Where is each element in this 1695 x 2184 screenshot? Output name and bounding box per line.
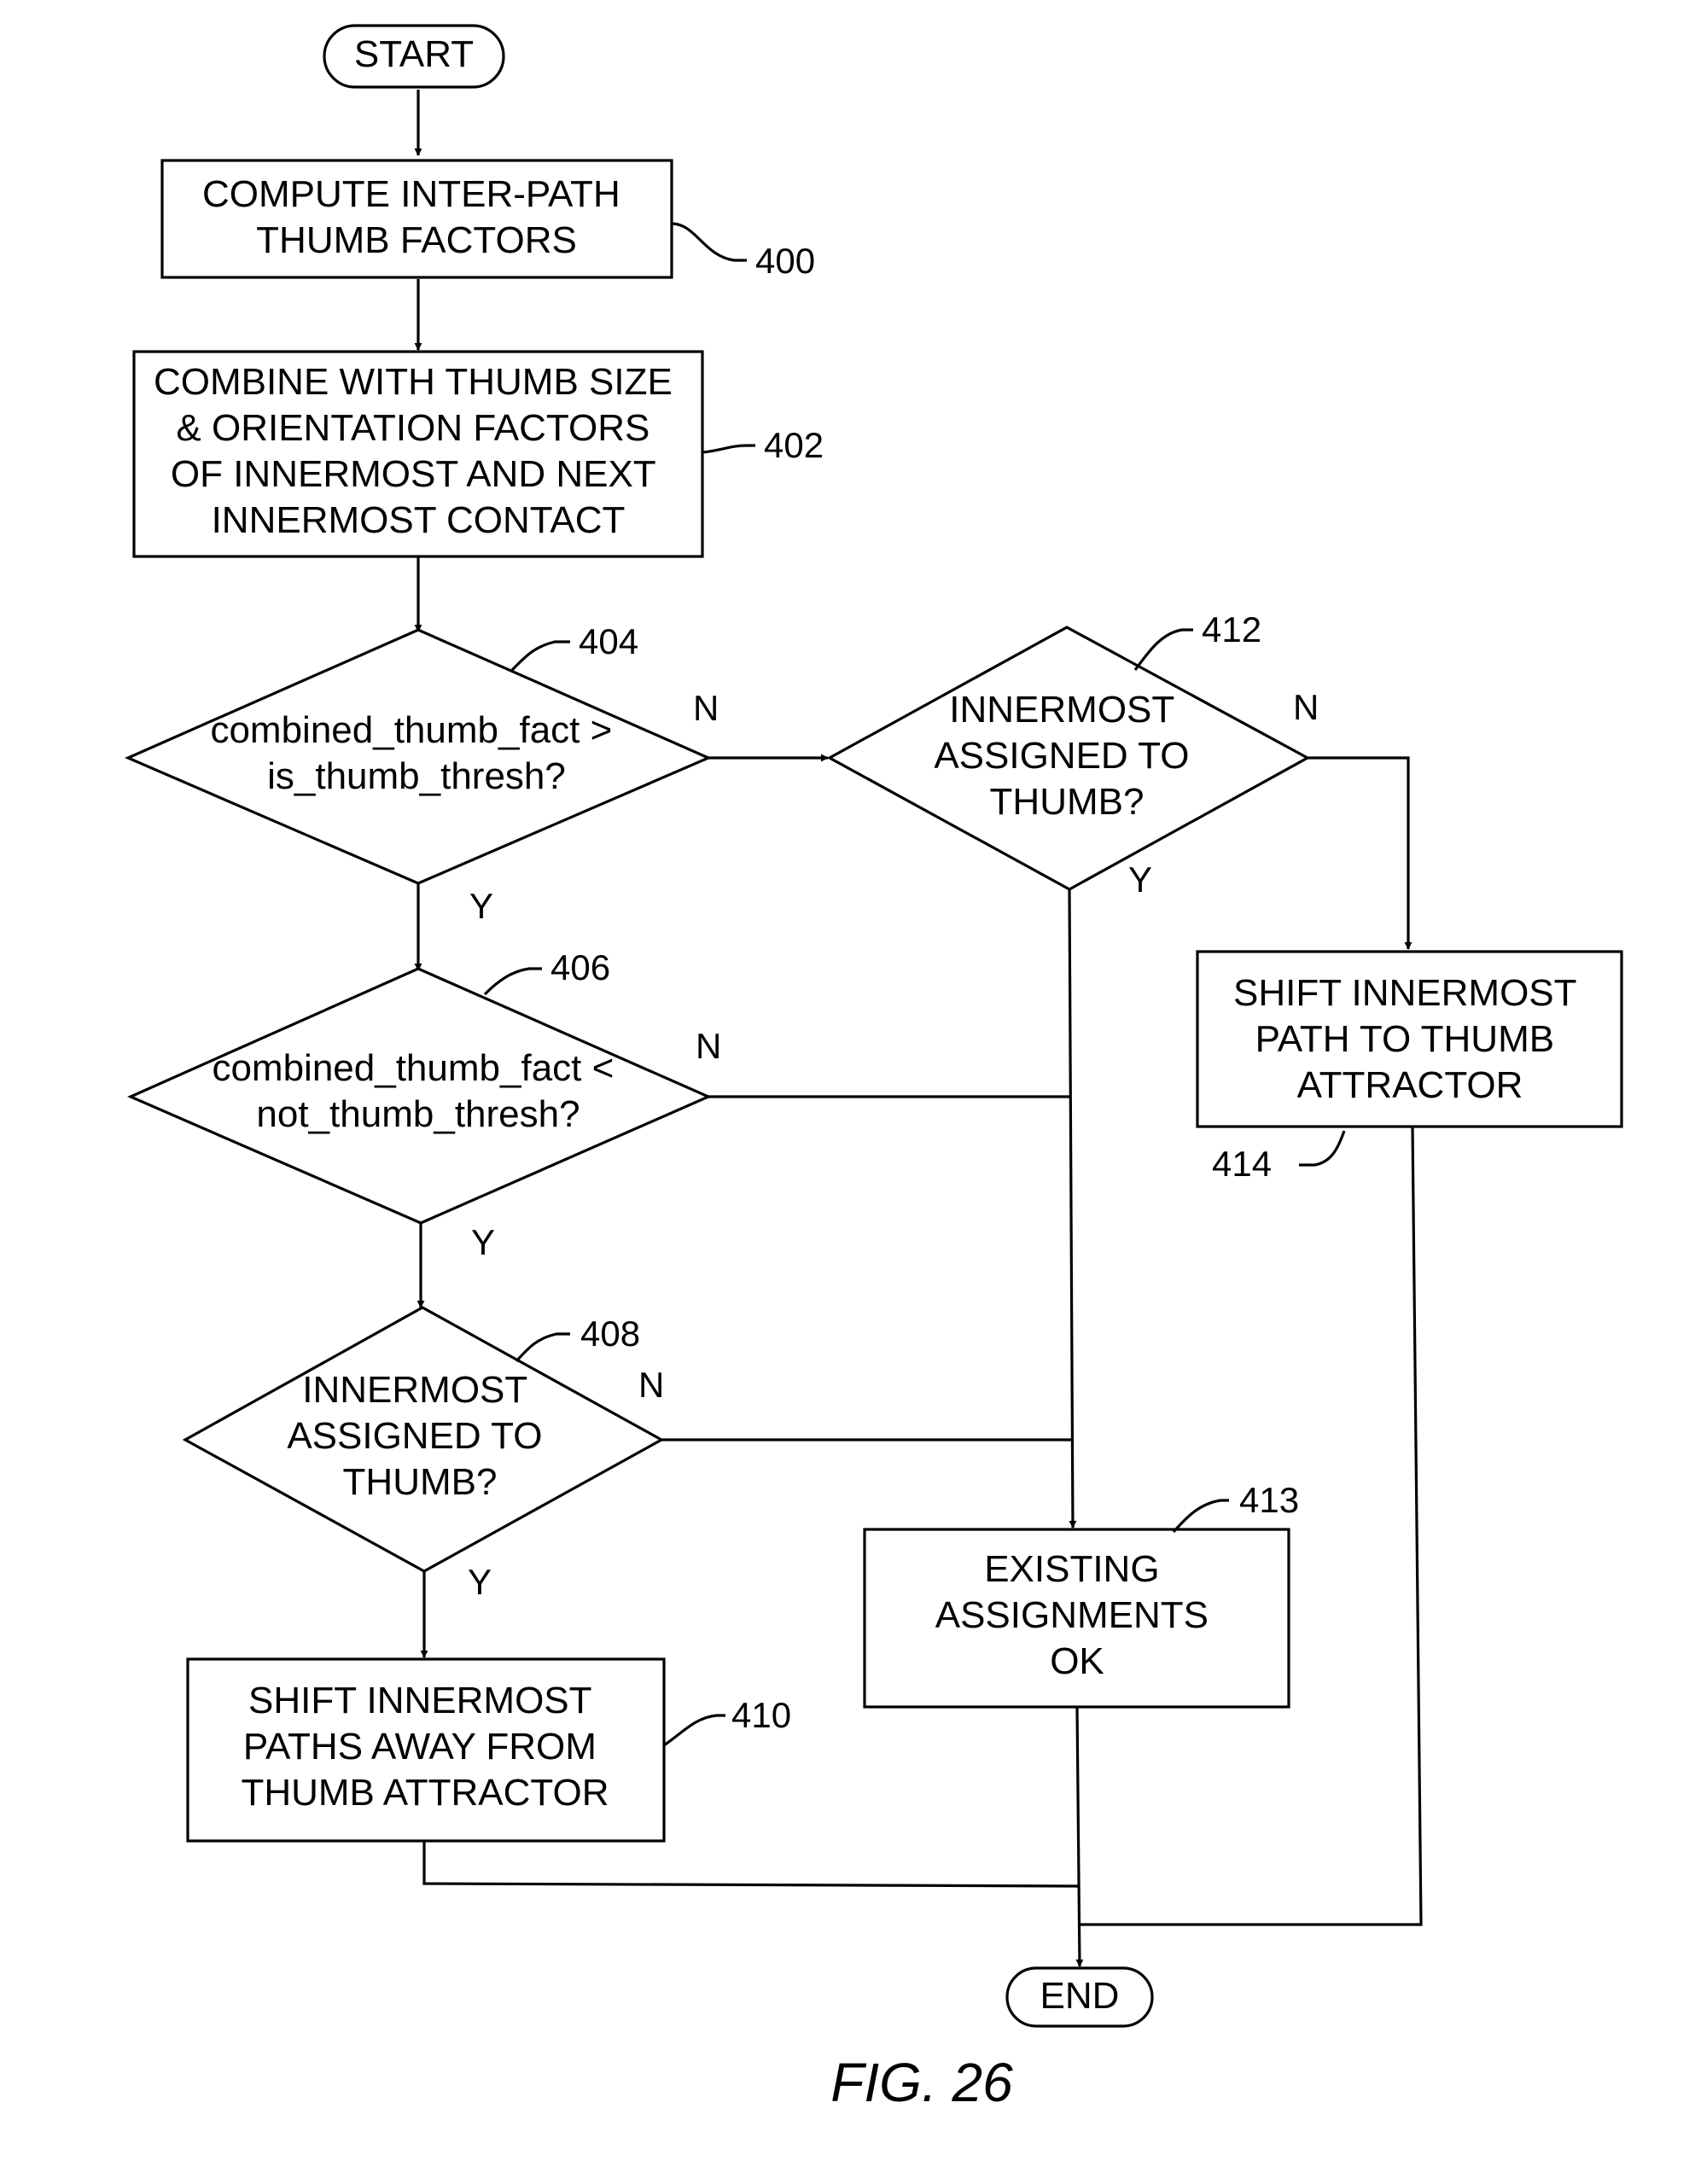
decision-412-line-1: INNERMOST [949,689,1174,731]
step-400-line-1: COMPUTE INTER-PATH [202,173,620,215]
decision-406-line-2: not_thumb_thresh? [256,1093,580,1135]
decision-406-line-1: combined_thumb_fact < [212,1047,614,1089]
step-402-label: COMBINE WITH THUMB SIZE & ORIENTATION FA… [154,361,683,541]
figure-caption: FIG. 26 [830,2052,1013,2113]
node-413: EXISTING ASSIGNMENTS OK 413 [863,1480,1299,1709]
edge-412-no-to-414 [1308,756,1412,950]
step-410-line-2: PATHS AWAY FROM [243,1726,597,1768]
node-408: INNERMOST ASSIGNED TO THUMB? 408 N Y [182,1306,665,1602]
decision-412-line-2: ASSIGNED TO [934,735,1189,777]
step-402-line-2: & ORIENTATION FACTORS [176,407,649,449]
node-end: END [1005,1966,1154,2028]
step-402-line-1: COMBINE WITH THUMB SIZE [154,361,673,403]
step-414-label: SHIFT INNERMOST PATH TO THUMB ATTRACTOR [1233,972,1587,1106]
node-start: START [323,24,505,89]
step-400-line-2: THUMB FACTORS [256,219,577,261]
decision-408-line-3: THUMB? [343,1461,498,1503]
ref-406: 406 [550,947,610,987]
decision-diamond-404 [125,628,712,885]
step-402-line-4: INNERMOST CONTACT [212,499,626,541]
ref-412: 412 [1202,609,1261,649]
decision-408-label: INNERMOST ASSIGNED TO THUMB? [287,1369,552,1503]
decision-diamond-406 [127,967,712,1225]
node-404: combined_thumb_fact > is_thumb_thresh? 4… [125,621,719,926]
leader-412 [1133,628,1193,671]
process-box-413 [863,1528,1290,1709]
edge-412-yes-to-413 [1068,888,1077,1529]
step-410-line-1: SHIFT INNERMOST [248,1680,591,1721]
step-410-line-3: THUMB ATTRACTOR [241,1772,609,1814]
step-414-line-2: PATH TO THUMB [1255,1018,1554,1060]
ref-404: 404 [579,621,638,661]
leader-414 [1299,1130,1346,1167]
process-box-410 [186,1657,666,1843]
node-414: SHIFT INNERMOST PATH TO THUMB ATTRACTOR … [1196,950,1623,1184]
step-413-line-3: OK [1050,1640,1104,1682]
leader-406 [483,967,542,996]
ref-402: 402 [764,425,824,465]
node-410: SHIFT INNERMOST PATHS AWAY FROM THUMB AT… [186,1657,791,1843]
end-label: END [1040,1975,1120,2017]
decision-408-line-1: INNERMOST [302,1369,527,1411]
decision-404-line-1: combined_thumb_fact > [210,709,612,751]
step-400-label: COMPUTE INTER-PATH THUMB FACTORS [202,173,631,261]
ref-400: 400 [755,241,815,281]
leader-410 [663,1714,725,1747]
branch-406-yes: Y [471,1222,495,1262]
decision-408-line-2: ASSIGNED TO [287,1415,542,1457]
leader-400 [671,222,747,262]
decision-diamond-408 [182,1306,665,1573]
start-label: START [354,33,474,75]
leader-402 [702,444,755,454]
ref-410: 410 [731,1695,791,1735]
node-412: INNERMOST ASSIGNED TO THUMB? 412 N Y [826,609,1319,900]
decision-404-line-2: is_thumb_thresh? [267,755,566,797]
ref-413: 413 [1239,1480,1299,1520]
start-terminal [323,24,505,89]
step-413-line-2: ASSIGNMENTS [935,1594,1209,1636]
step-410-label: SHIFT INNERMOST PATHS AWAY FROM THUMB AT… [241,1680,609,1814]
decision-412-label: INNERMOST ASSIGNED TO THUMB? [934,689,1199,823]
edge-414-to-merge [1080,1126,1423,1926]
connectors [414,90,1423,1967]
leader-413 [1172,1499,1229,1534]
ref-408: 408 [580,1313,640,1354]
branch-408-yes: Y [468,1562,492,1602]
process-box-402 [132,350,704,558]
process-box-414 [1196,950,1623,1128]
step-414-line-3: ATTRACTOR [1297,1064,1523,1106]
node-406: combined_thumb_fact < not_thumb_thresh? … [127,947,721,1262]
leader-408 [515,1332,570,1363]
branch-412-yes: Y [1128,859,1152,900]
ref-414: 414 [1212,1144,1272,1184]
branch-404-yes: Y [469,886,493,926]
node-402: COMBINE WITH THUMB SIZE & ORIENTATION FA… [132,350,824,558]
branch-406-no: N [696,1026,721,1066]
decision-404-label: combined_thumb_fact > is_thumb_thresh? [210,709,622,797]
leader-404 [510,640,570,672]
decision-406-label: combined_thumb_fact < not_thumb_thresh? [212,1047,624,1135]
node-400: COMPUTE INTER-PATH THUMB FACTORS 400 [160,159,815,281]
process-box-400 [160,159,673,279]
branch-412-no: N [1293,687,1319,727]
branch-404-no: N [693,688,719,728]
decision-diamond-412 [826,626,1311,891]
edge-410-to-merge [422,1841,1080,1888]
decision-412-line-3: THUMB? [990,781,1145,823]
step-413-line-1: EXISTING [984,1548,1159,1590]
branch-408-no: N [638,1365,664,1405]
step-402-line-3: OF INNERMOST AND NEXT [171,453,655,495]
edge-413-to-end [1075,1706,1084,1967]
end-terminal [1005,1966,1154,2028]
step-414-line-1: SHIFT INNERMOST [1233,972,1576,1014]
step-413-label: EXISTING ASSIGNMENTS OK [935,1548,1220,1682]
